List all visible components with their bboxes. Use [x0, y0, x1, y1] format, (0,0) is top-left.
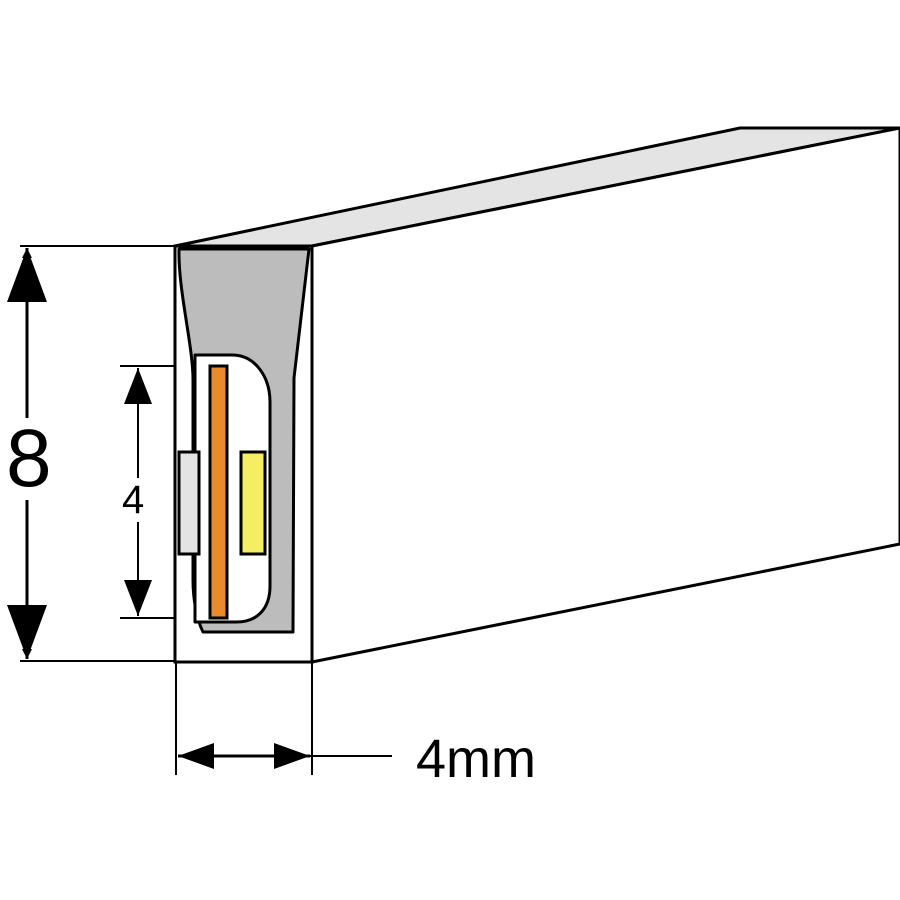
inner-height-arrow-bottom — [124, 580, 152, 616]
clip-tab — [177, 450, 201, 556]
pcb-strip — [208, 364, 229, 620]
height-arrow-bottom — [7, 605, 47, 659]
width-dimension-label: 4mm — [416, 729, 536, 789]
height-dimension-label: 8 — [2, 418, 56, 500]
inner-height-arrow-top — [124, 368, 152, 404]
height-arrow-top — [7, 248, 47, 302]
led-chip — [239, 450, 267, 556]
width-arrow-left — [178, 743, 214, 769]
width-arrow-right — [274, 743, 310, 769]
inner-height-dimension-label: 4 — [120, 478, 147, 522]
